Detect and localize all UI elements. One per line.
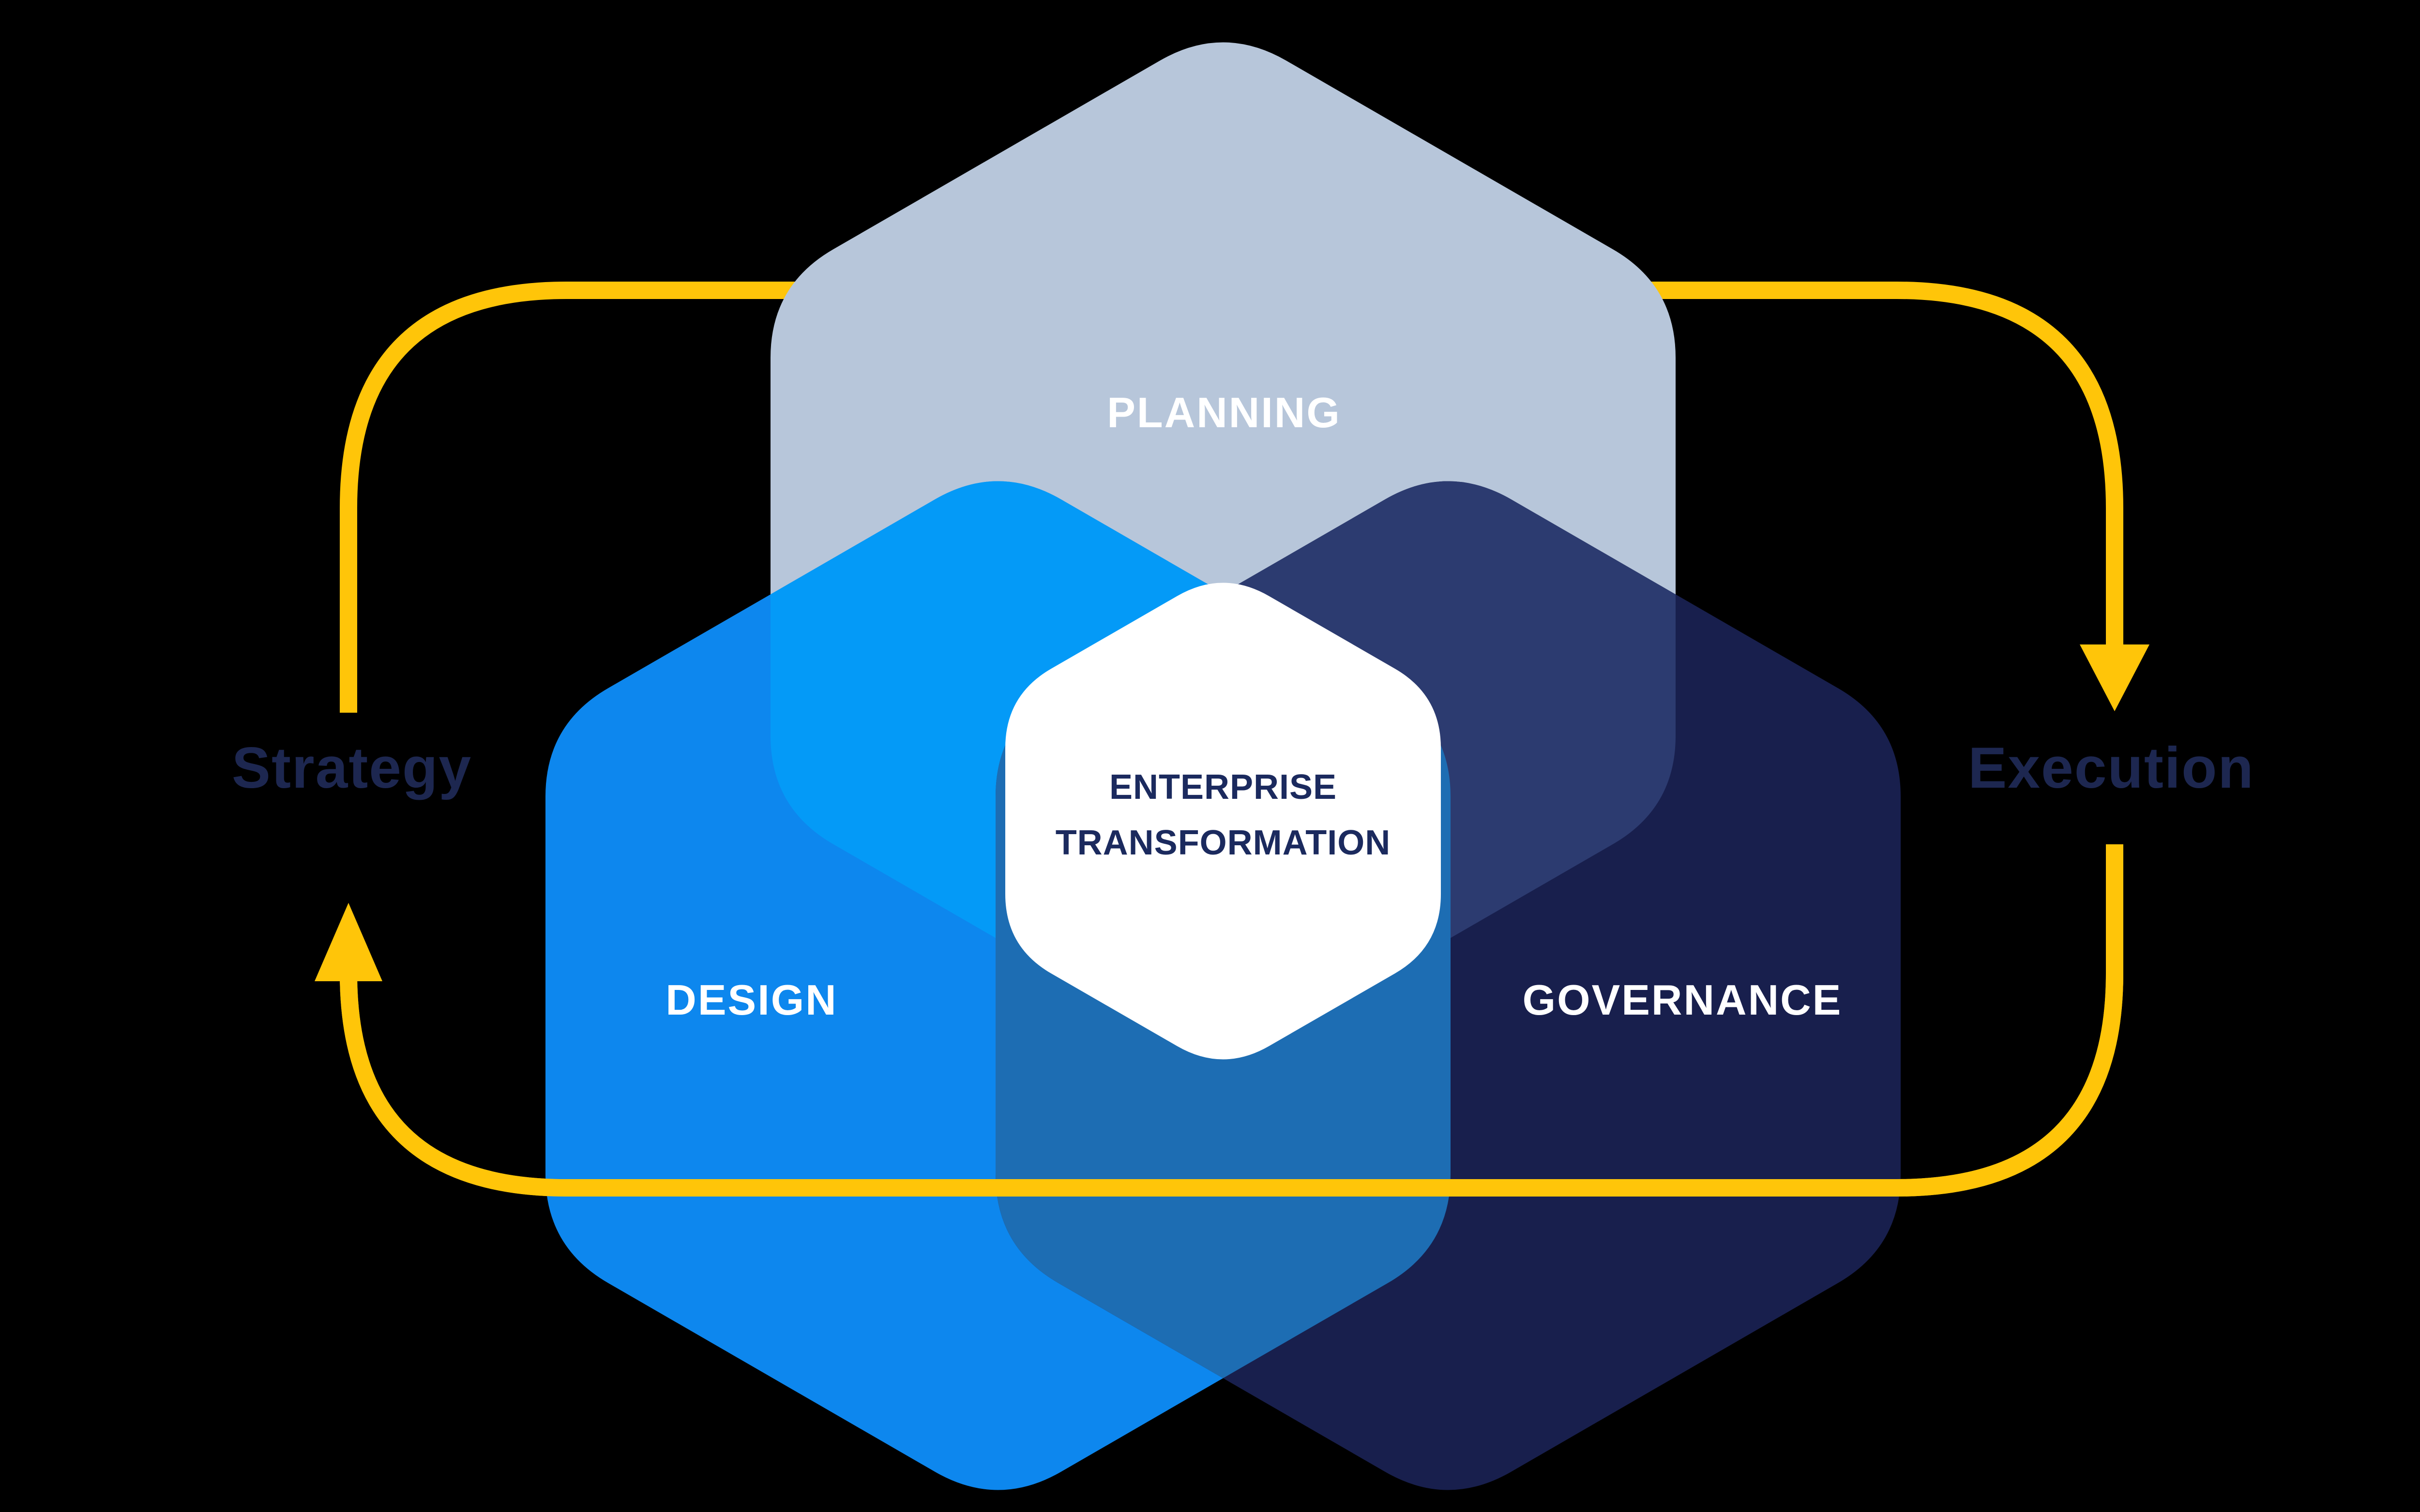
center-hexagon [1005, 583, 1441, 1060]
planning-label: PLANNING [1107, 389, 1341, 436]
cycle-loop-bottom-overlay [340, 973, 2123, 1197]
center-title-line2: TRANSFORMATION [1056, 823, 1391, 862]
governance-label: GOVERNANCE [1523, 976, 1843, 1024]
strategy-label: Strategy [232, 735, 472, 800]
execution-label: Execution [1968, 735, 2254, 800]
down-arrow-icon [2080, 644, 2149, 711]
center-title-line1: ENTERPRISE [1109, 768, 1337, 807]
up-arrow-icon [315, 903, 382, 981]
design-label: DESIGN [666, 976, 837, 1024]
